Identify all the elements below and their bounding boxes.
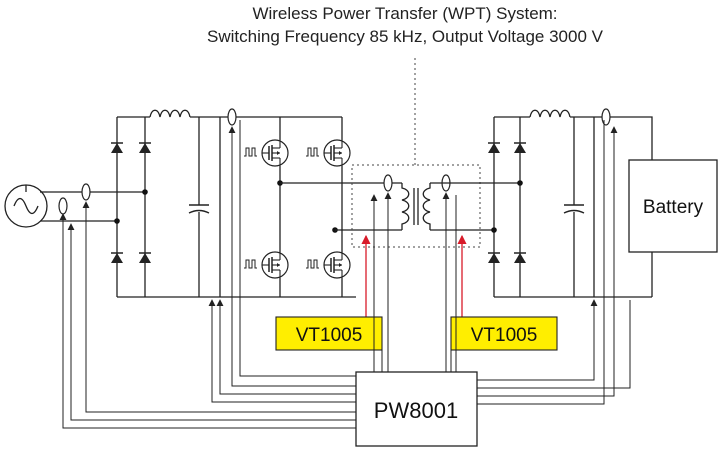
battery-label: Battery — [643, 197, 704, 218]
diode-icon — [513, 252, 527, 264]
pw8001-label: PW8001 — [374, 398, 458, 423]
diode-icon — [138, 142, 152, 154]
mosfet-icon — [261, 251, 289, 279]
coupling-box — [351, 164, 481, 248]
diode-icon — [513, 142, 527, 154]
diagram-title-line2: Switching Frequency 85 kHz, Output Volta… — [207, 27, 604, 46]
inverter-h-bridge — [243, 117, 351, 297]
vt1005-left-label: VT1005 — [296, 325, 363, 346]
capacitor-icon — [188, 117, 210, 297]
dc-bus-right — [570, 116, 653, 160]
diagram-title-line1: Wireless Power Transfer (WPT) System: — [252, 4, 557, 23]
mosfet-icon — [323, 139, 351, 167]
measurement-wiring-right — [442, 120, 631, 405]
vt1005-right-label: VT1005 — [471, 325, 538, 346]
current-sensor-icon — [383, 174, 393, 192]
rectifier-bridge-right — [487, 116, 652, 298]
current-sensor-icon — [227, 108, 237, 126]
vt1005-left-box — [275, 316, 383, 351]
capacitor-icon — [563, 117, 585, 297]
measurement-wiring-left — [59, 120, 392, 429]
mosfet-icon — [261, 139, 289, 167]
current-sensor-icon — [601, 108, 611, 126]
mosfet-icon — [323, 251, 351, 279]
ac-line-top — [25, 185, 145, 193]
current-sensor-icon — [58, 197, 68, 215]
pw8001-box — [355, 371, 478, 447]
diode-icon — [110, 142, 124, 154]
current-sensor-icon — [81, 183, 91, 201]
diode-icon — [487, 142, 501, 154]
diode-icon — [487, 252, 501, 264]
vt1005-right-box — [450, 316, 558, 351]
inductor-icon — [149, 109, 191, 118]
inductor-icon — [529, 109, 571, 118]
diode-icon — [138, 252, 152, 264]
battery-box — [628, 159, 718, 253]
rectifier-bridge-left — [110, 116, 356, 298]
transformer-icon — [401, 183, 431, 230]
diode-icon — [110, 252, 124, 264]
